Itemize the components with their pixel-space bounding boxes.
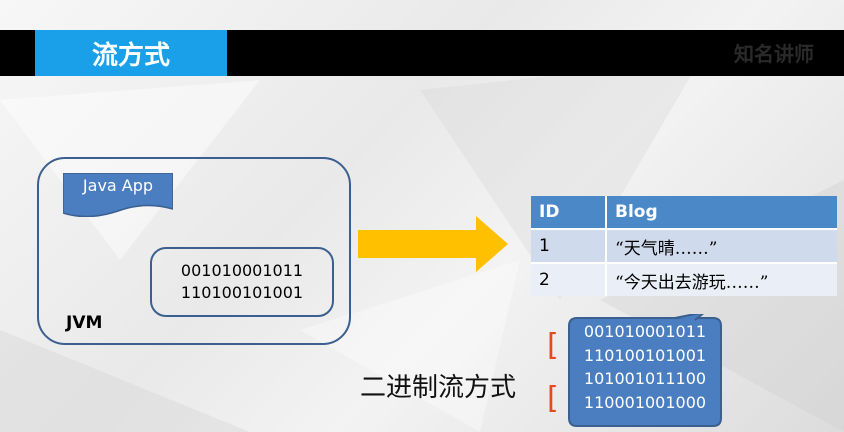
orange-brace-icon: [ xyxy=(547,381,559,416)
binary-line: 001010001011 xyxy=(180,261,304,280)
table-cell-blog: “天气晴……” xyxy=(606,228,837,263)
page-title: 流方式 xyxy=(35,30,227,76)
table-row: 2 “今天出去游玩……” xyxy=(531,262,837,296)
jvm-container xyxy=(37,157,351,345)
bubble-line: 110001001000 xyxy=(583,392,707,412)
bubble-line: 110100101001 xyxy=(583,345,707,365)
orange-brace-icon: [ xyxy=(547,328,559,363)
bubble-text: 001010001011 110100101001 101001011100 1… xyxy=(565,320,725,414)
watermark: 知名讲师 xyxy=(734,42,814,66)
jvm-label: JVM xyxy=(66,313,103,333)
jvm-binary-box: 001010001011 110100101001 xyxy=(150,247,334,317)
table-cell-id: 1 xyxy=(531,228,607,263)
table-cell-id: 2 xyxy=(531,262,607,296)
table-cell-blog: “今天出去游玩……” xyxy=(606,262,837,296)
java-app-label: Java App xyxy=(82,176,154,195)
table-row: 1 “天气晴……” xyxy=(531,228,837,263)
binary-line: 110100101001 xyxy=(180,283,304,302)
bubble-line: 101001011100 xyxy=(583,369,707,388)
caption-binary-stream: 二进制流方式 xyxy=(360,373,517,403)
blog-table: ID Blog 1 “天气晴……” 2 “今天出去游玩……” xyxy=(531,196,837,296)
table-header-blog: Blog xyxy=(606,196,837,229)
bubble-line: 001010001011 xyxy=(583,322,707,341)
table-header-id: ID xyxy=(531,196,607,229)
java-app-document-shape xyxy=(63,173,173,217)
right-arrow-icon xyxy=(358,216,508,272)
binary-speech-bubble xyxy=(568,314,722,427)
